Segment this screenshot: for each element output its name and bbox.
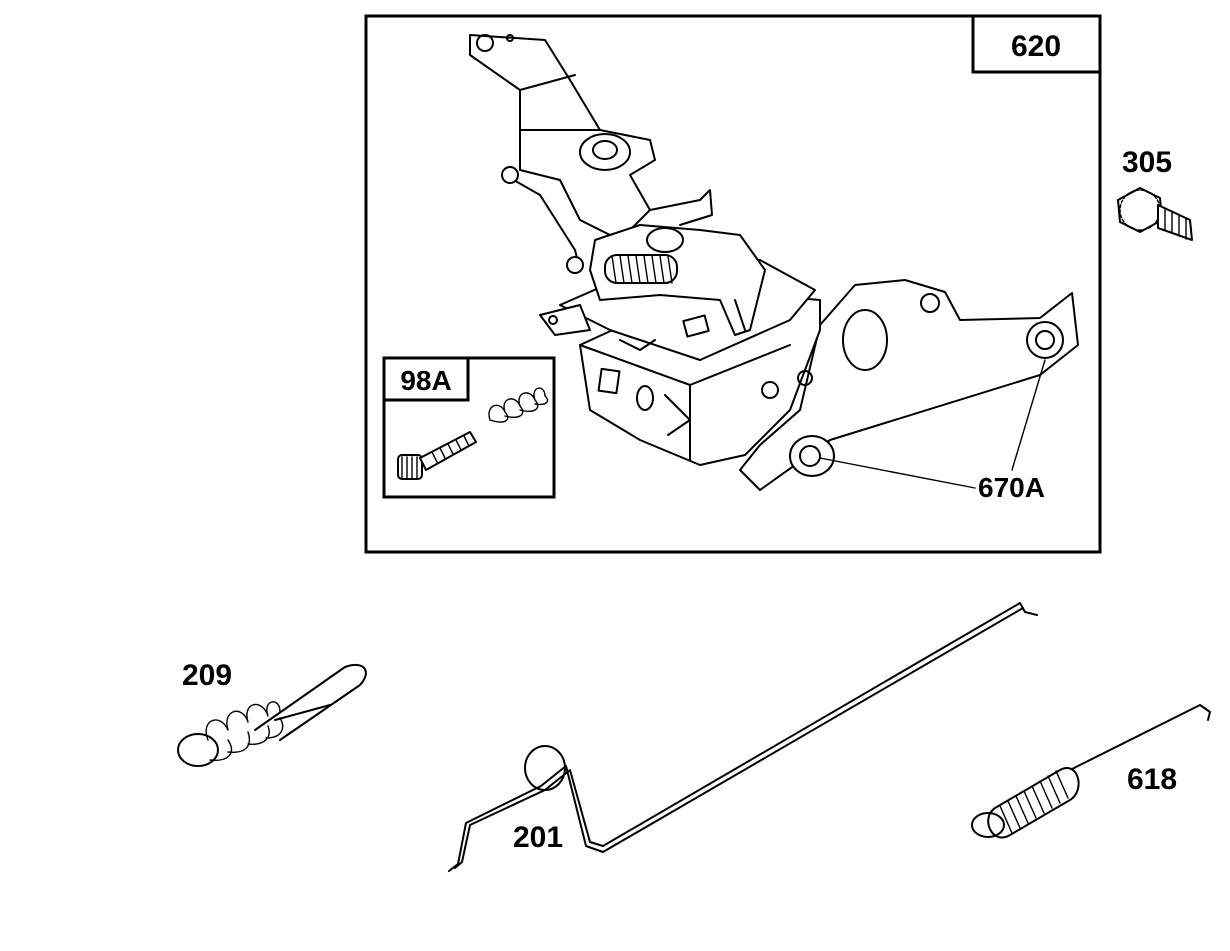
spring-618 [971,704,1211,839]
callout-label-618: 618 [1127,763,1177,796]
leader-line-670a-upper [1011,359,1046,471]
callout-label-201: 201 [513,821,563,854]
bolt-305 [1117,187,1193,241]
link-rod-201 [448,602,1038,872]
leader-line-670a-lower [819,457,976,489]
governor-spring-illustration [604,254,678,284]
callout-label-620: 620 [1011,30,1061,63]
control-bracket-illustration [469,34,1079,491]
callout-label-670a: 670A [978,472,1045,503]
callout-label-98a: 98A [400,365,451,396]
callout-box-620 [971,14,1102,74]
adjusting-screw-illustration [397,431,477,480]
callout-label-305: 305 [1122,146,1172,179]
callout-label-209: 209 [182,659,232,692]
callout-box-98a [382,356,470,402]
bushing-670a [789,435,835,477]
spring-209 [177,664,367,767]
adjusting-spring-illustration [488,387,549,423]
